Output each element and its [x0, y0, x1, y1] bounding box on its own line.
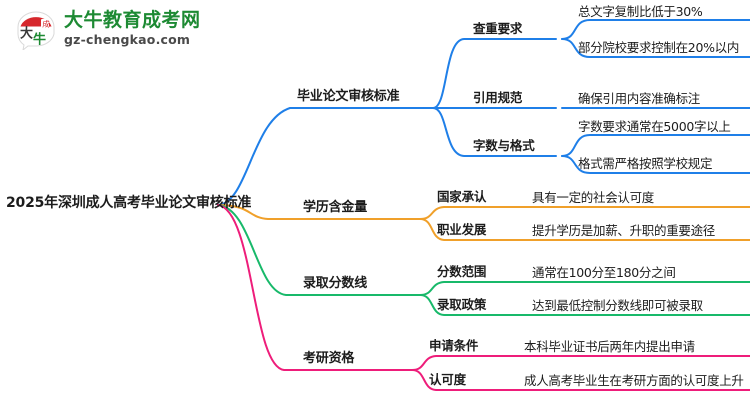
link-root-to-branch1: [217, 107, 425, 206]
svg-text:牛: 牛: [33, 32, 46, 48]
leaf-chaizhong-1[interactable]: 总文字复制比低于30%: [578, 4, 703, 19]
mindmap-root-node[interactable]: 2025年深圳成人高考毕业论文审核标准: [6, 195, 252, 211]
link-chaizhong-leaf1: [561, 19, 750, 40]
leaf-yinyong-1[interactable]: 确保引用内容准确标注: [578, 91, 701, 106]
site-logo: 成 大 牛 大牛教育成考网 gz-chengkao.com: [14, 8, 234, 52]
leaf-zishu-1[interactable]: 字数要求通常在5000字以上: [578, 119, 731, 134]
link-root-to-branch2: [217, 204, 413, 220]
daniu-speech-bubble-icon: 成 大 牛: [14, 10, 58, 52]
logo-subtitle: gz-chengkao.com: [64, 32, 191, 47]
leaf-chaizhong-2[interactable]: 部分院校要求控制在20%以内: [578, 40, 740, 55]
subnode-renkedu[interactable]: 认可度: [429, 372, 466, 387]
link-zishu-leaf2: [561, 155, 750, 174]
subnode-fenshu-fanwei[interactable]: 分数范围: [437, 264, 487, 279]
leaf-zishu-2[interactable]: 格式需严格按照学校规定: [578, 156, 713, 171]
subnode-zhiye-fazhan[interactable]: 职业发展: [437, 222, 487, 237]
leaf-guojia-1[interactable]: 具有一定的社会认可度: [532, 190, 655, 205]
branch-node-kaoyan[interactable]: 考研资格: [303, 351, 355, 366]
link-chaizhong-leaf2: [561, 38, 750, 58]
branch-node-xueli[interactable]: 学历含金量: [303, 200, 368, 215]
link-b2-zhiye: [419, 218, 750, 241]
link-b3-zhengce: [419, 294, 750, 316]
svg-text:成: 成: [42, 18, 50, 28]
logo-title: 大牛教育成考网: [64, 9, 201, 31]
logo-text: 大牛教育成考网 gz-chengkao.com: [64, 9, 234, 48]
link-b4-renke: [411, 369, 750, 391]
link-root-to-branch3: [217, 204, 413, 296]
subnode-chaizhong-yaoqiu[interactable]: 查重要求: [473, 21, 523, 36]
leaf-fenshu-1[interactable]: 通常在100分至180分之间: [532, 265, 676, 280]
leaf-zhiye-1[interactable]: 提升学历是加薪、升职的重要途径: [532, 223, 716, 238]
leaf-shenqing-1[interactable]: 本科毕业证书后两年内提出申请: [524, 339, 695, 354]
link-root-to-branch4: [217, 204, 405, 371]
link-b1-zishu: [432, 107, 557, 157]
leaf-renke-1[interactable]: 成人高考毕业生在考研方面的认可度上升: [524, 373, 744, 388]
link-b2-guojia: [419, 206, 750, 220]
subnode-yinyong-guifan[interactable]: 引用规范: [473, 90, 523, 105]
link-b1-chaizhong: [432, 38, 557, 109]
link-b4-shenqing: [411, 355, 750, 371]
branch-node-luqu[interactable]: 录取分数线: [303, 276, 368, 291]
svg-text:大: 大: [20, 26, 33, 42]
link-b3-fanwei: [419, 281, 750, 296]
leaf-luqu-1[interactable]: 达到最低控制分数线即可被录取: [532, 298, 703, 313]
subnode-zishu-geshi[interactable]: 字数与格式: [473, 138, 535, 153]
link-zishu-leaf1: [561, 134, 750, 157]
branch-node-biyelunwen[interactable]: 毕业论文审核标准: [297, 89, 400, 104]
subnode-shenqing-tiaojian[interactable]: 申请条件: [429, 338, 479, 353]
subnode-guojia-chengren[interactable]: 国家承认: [437, 189, 487, 204]
subnode-luqu-zhengce[interactable]: 录取政策: [437, 297, 487, 312]
